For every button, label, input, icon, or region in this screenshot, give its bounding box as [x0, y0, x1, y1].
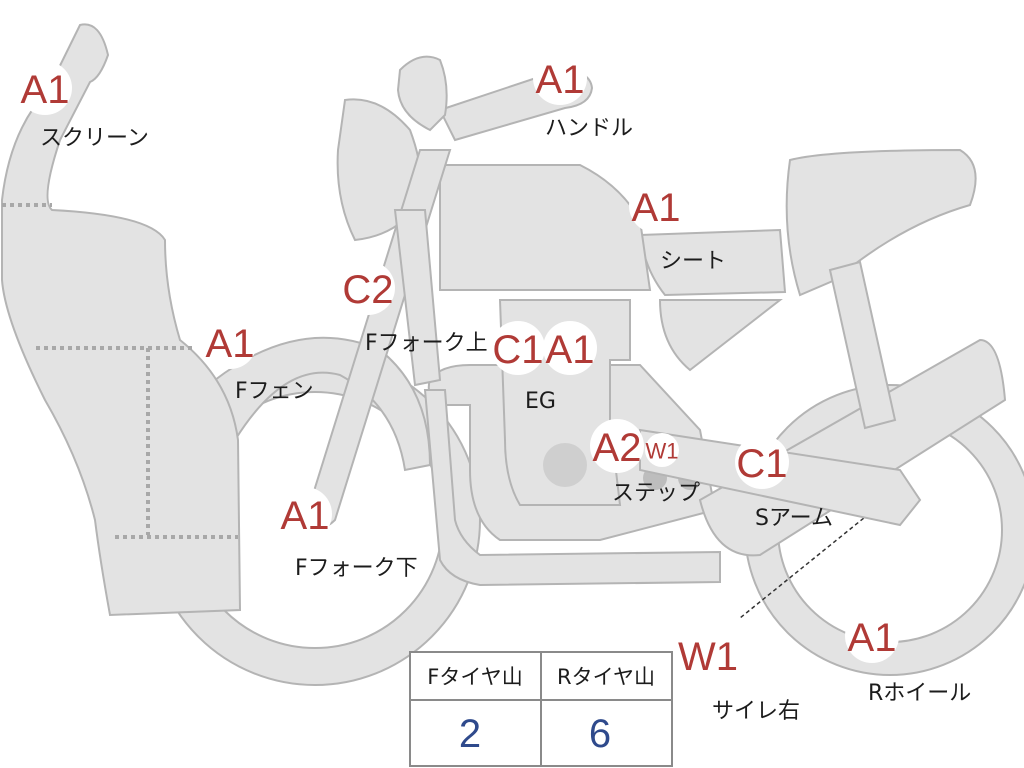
tire-tread-table: Fタイヤ山 Rタイヤ山 2 6	[409, 651, 673, 767]
table-header-rear: Rタイヤ山	[557, 665, 655, 689]
grade-step-1: A2	[593, 426, 642, 470]
badge-swingarm: C1	[735, 435, 789, 489]
label-seat: シート	[660, 249, 726, 274]
grade-step-2: W1	[646, 439, 679, 464]
grade-silencer-right: W1	[678, 635, 738, 679]
label-silencer-right: サイレ右	[712, 699, 800, 724]
badge-ffork-upper: C2	[341, 261, 395, 315]
mirror	[396, 55, 448, 132]
badge-ffork-lower: A1	[278, 487, 332, 541]
label-ffork-upper: Fフォーク上	[365, 331, 488, 356]
grade-handle: A1	[536, 58, 585, 102]
grade-badges: A1 A1 A1 C2 A1 C1 A1 A2	[18, 51, 899, 682]
side-cover	[658, 299, 783, 372]
badge-eg-2: A1	[543, 321, 597, 375]
grade-swingarm: C1	[736, 442, 787, 486]
badge-step-2: W1	[645, 433, 679, 467]
grade-eg-2: A1	[546, 328, 595, 372]
grade-ffork-lower: A1	[281, 494, 330, 538]
badge-step-1: A2	[590, 419, 644, 473]
grade-ffork-upper: C2	[342, 268, 393, 312]
badge-eg-1: C1	[491, 321, 545, 375]
badge-rwheel: A1	[845, 609, 899, 663]
label-screen: スクリーン	[40, 126, 149, 151]
windscreen	[1, 23, 242, 617]
fuel-tank	[439, 164, 652, 291]
badge-seat: A1	[629, 179, 683, 233]
grade-ffender: A1	[206, 322, 255, 366]
table-value-rear: 6	[589, 712, 611, 756]
label-step: ステップ	[612, 481, 700, 506]
label-handle: ハンドル	[545, 116, 633, 141]
grade-eg-1: C1	[492, 328, 543, 372]
part-labels: スクリーン ハンドル シート Fフォーク上 Fフェン EG ステップ Sアーム …	[40, 116, 971, 724]
table-value-front: 2	[459, 712, 481, 756]
grade-seat: A1	[632, 186, 681, 230]
badge-ffender: A1	[203, 315, 257, 369]
label-swingarm: Sアーム	[755, 506, 833, 531]
label-ffender: Fフェン	[235, 379, 314, 404]
grade-screen: A1	[21, 68, 70, 112]
grade-rwheel: A1	[848, 616, 897, 660]
label-eg: EG	[525, 389, 556, 414]
badge-handle: A1	[533, 51, 587, 105]
rear-fender	[785, 148, 977, 297]
table-header-front: Fタイヤ山	[427, 665, 522, 689]
label-rwheel: Rホイール	[868, 681, 971, 706]
label-ffork-lower: Fフォーク下	[295, 556, 418, 581]
badge-screen: A1	[18, 61, 72, 115]
badge-silencer-right: W1	[678, 628, 738, 682]
